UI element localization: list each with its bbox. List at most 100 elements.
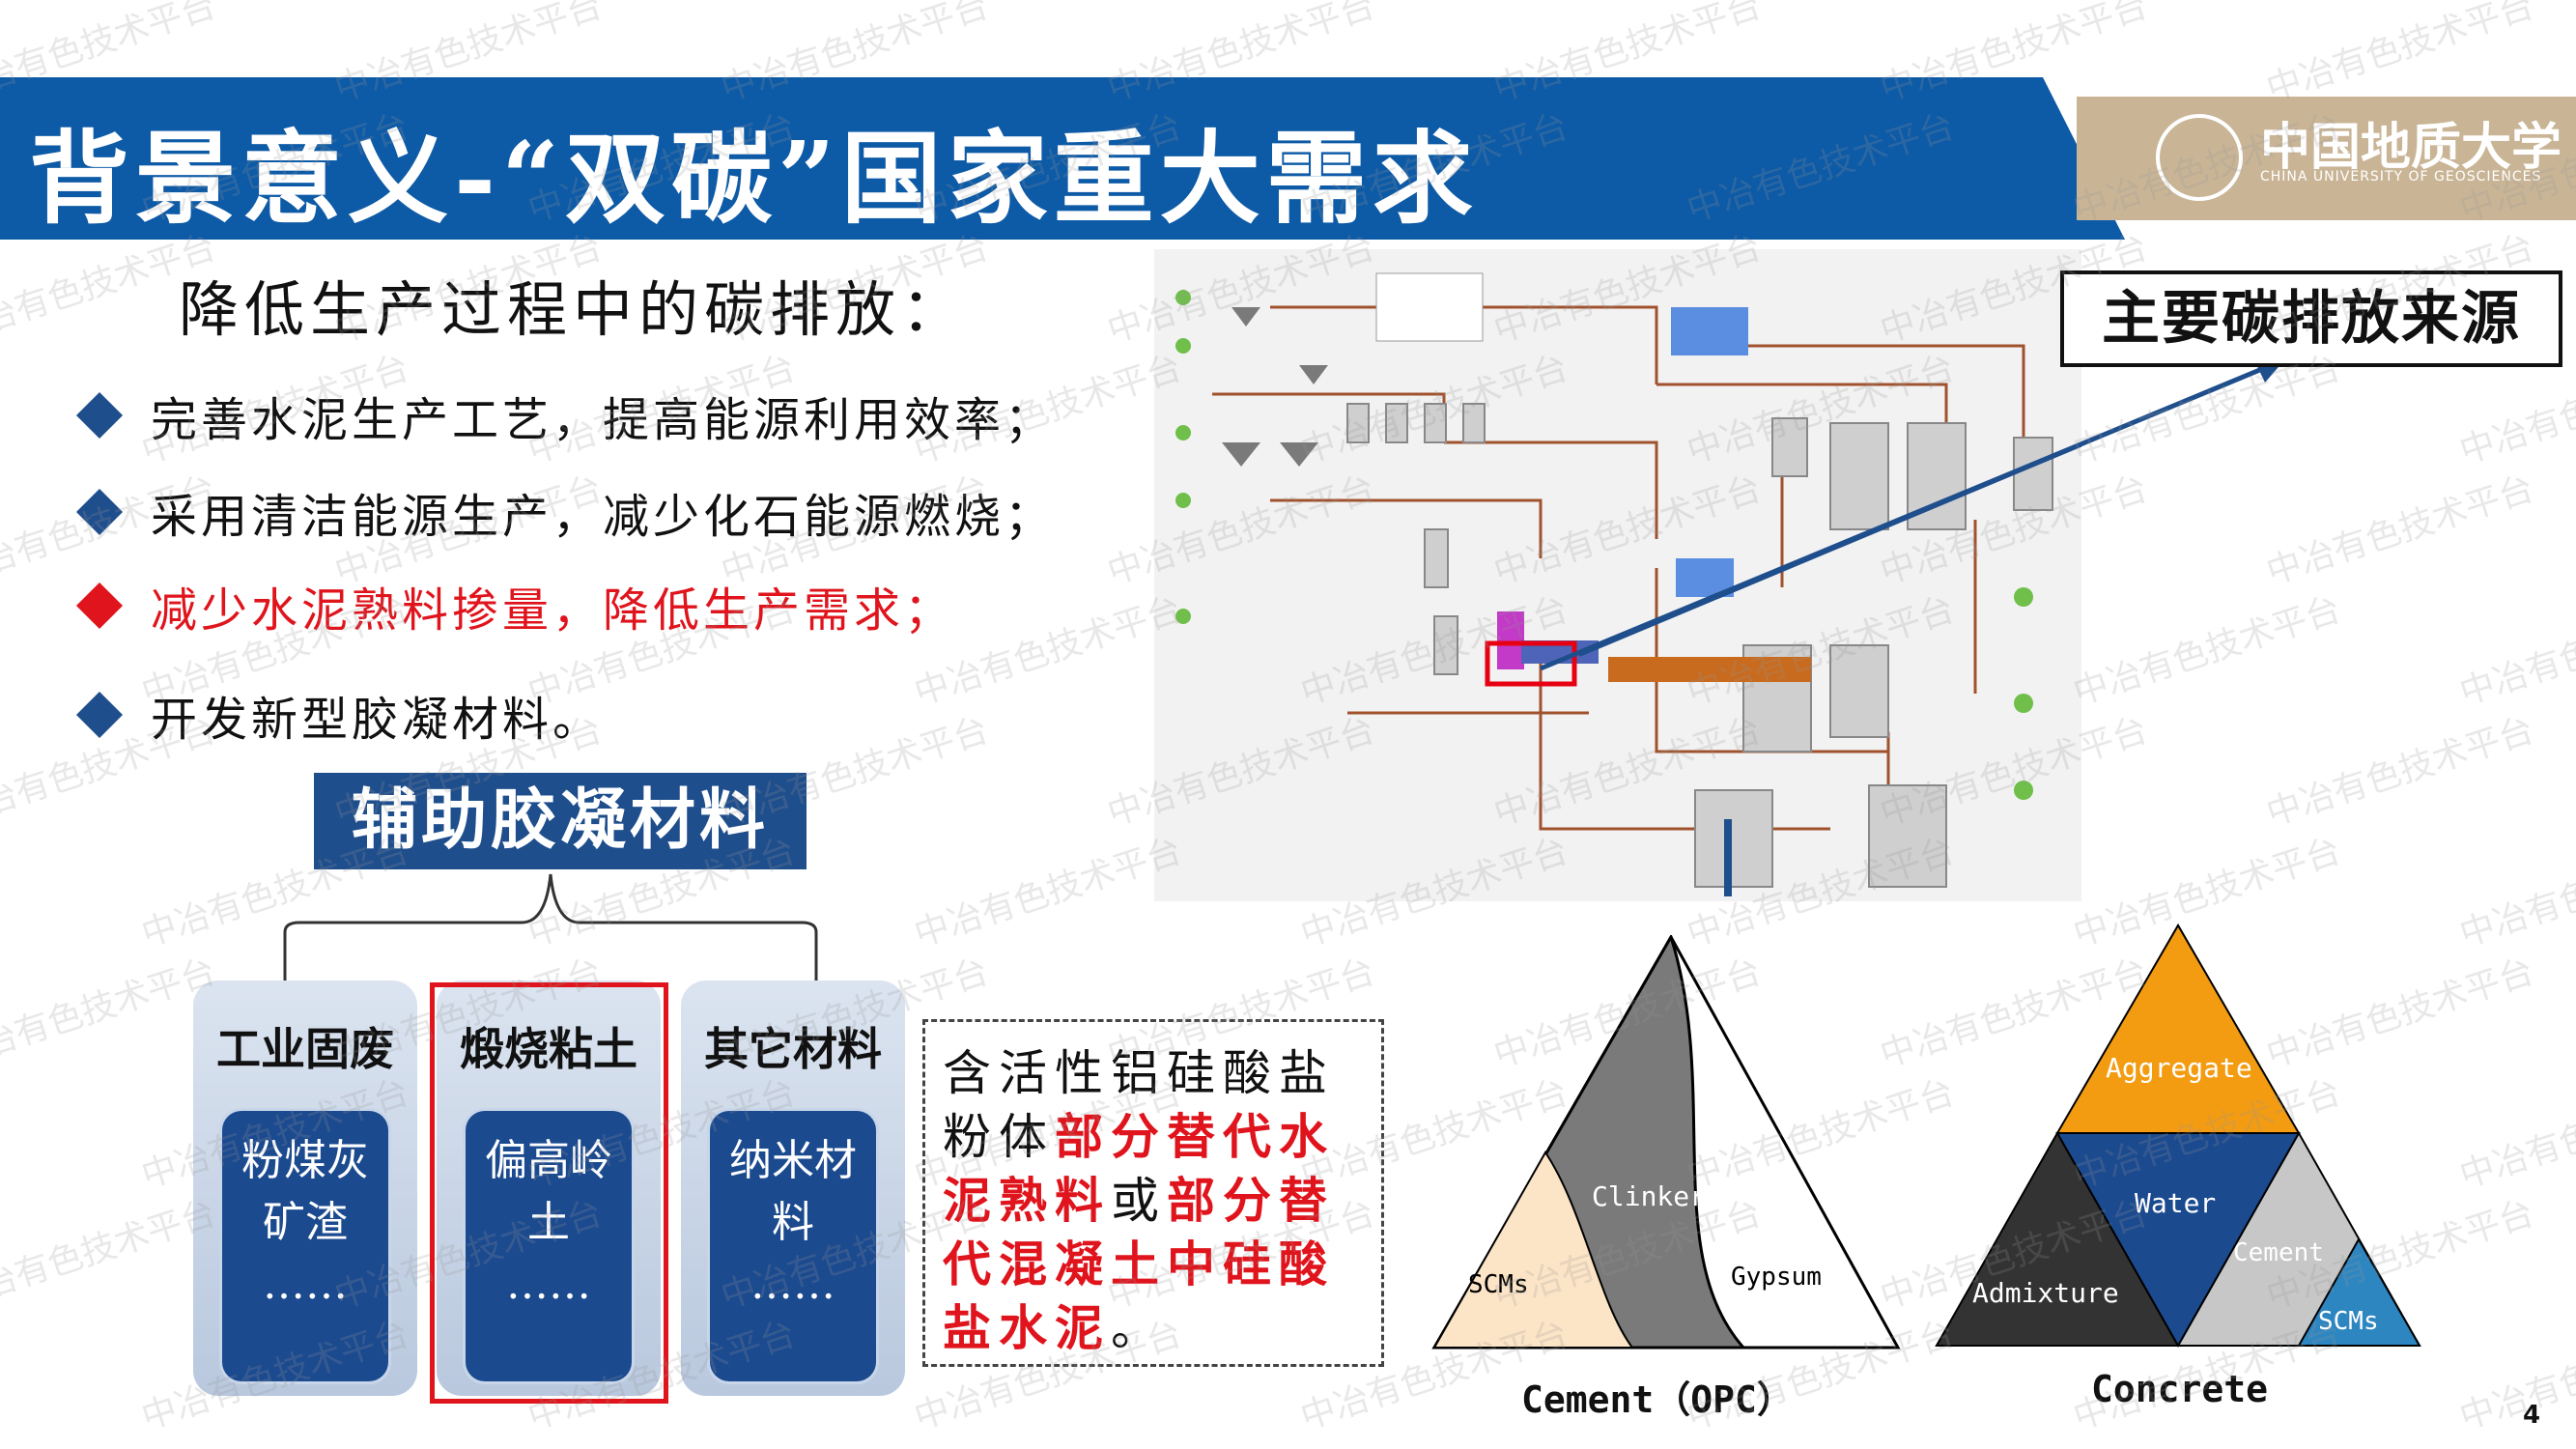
watermark-text: 中冶有色技术平台: [1875, 469, 2153, 593]
watermark-text: 中冶有色技术平台: [2454, 106, 2576, 231]
watermark-text: 中冶有色技术平台: [523, 831, 801, 955]
card-item: 纳米材: [729, 1136, 857, 1185]
watermark-text: 中冶有色技术平台: [2261, 710, 2539, 835]
watermark-text: 中冶有色技术平台: [1102, 0, 1380, 110]
note-highlight: 部分替代水: [1055, 1108, 1335, 1165]
watermark-text: 中冶有色技术平台: [1102, 227, 1380, 352]
watermark-text: 中冶有色技术平台: [1295, 1314, 1573, 1438]
bullet-item-highlight: 减少水泥熟料掺量，降低生产需求；: [75, 572, 955, 639]
card-heading: 其它材料: [704, 1023, 882, 1075]
watermark-text: 中冶有色技术平台: [2068, 831, 2346, 955]
watermark-text: 中冶有色技术平台: [0, 469, 221, 593]
bullet-text: 开发新型胶凝材料。: [151, 693, 604, 747]
label-gypsum: Gypsum: [1731, 1263, 1822, 1292]
watermark-text: 中冶有色技术平台: [329, 710, 608, 835]
label-water: Water: [2135, 1187, 2216, 1219]
concrete-caption: Concrete: [2091, 1368, 2269, 1410]
card-item: 矿渣: [263, 1198, 348, 1247]
note-text: 粉体: [943, 1109, 1055, 1165]
watermark-text: 中冶有色技术平台: [136, 348, 414, 472]
watermark-text: 中冶有色技术平台: [329, 952, 608, 1076]
watermark-text: 中冶有色技术平台: [1295, 348, 1573, 472]
watermark-text: 中冶有色技术平台: [1295, 1072, 1573, 1197]
watermark-text: 中冶有色技术平台: [329, 469, 608, 593]
watermark-text: 中冶有色技术平台: [2454, 1314, 2576, 1438]
watermark-text: 中冶有色技术平台: [1102, 1193, 1380, 1318]
watermark-text: 中冶有色技术平台: [1682, 1072, 1960, 1197]
card-item: ……: [750, 1260, 835, 1309]
watermark-text: 中冶有色技术平台: [716, 1193, 994, 1318]
watermark-text: 中冶有色技术平台: [909, 1072, 1187, 1197]
watermark-text: 中冶有色技术平台: [523, 106, 801, 231]
card-heading: 工业固废: [216, 1023, 394, 1075]
bullet-text: 采用清洁能源生产，减少化石能源燃烧；: [151, 490, 1056, 544]
note-text: 或: [1111, 1173, 1167, 1229]
watermark-text: 中冶有色技术平台: [1875, 0, 2153, 110]
watermark-text: 中冶有色技术平台: [1102, 710, 1380, 835]
brace-connector: [283, 873, 818, 980]
watermark-text: 中冶有色技术平台: [1875, 710, 2153, 835]
card-item: 料: [772, 1198, 814, 1247]
watermark-text: 中冶有色技术平台: [2068, 1072, 2346, 1197]
label-concrete-scms: SCMs: [2318, 1307, 2379, 1336]
watermark-text: 中冶有色技术平台: [1295, 106, 1573, 231]
watermark-text: 中冶有色技术平台: [523, 1072, 801, 1197]
watermark-text: 中冶有色技术平台: [1488, 1193, 1767, 1318]
watermark-text: 中冶有色技术平台: [329, 0, 608, 110]
card-inner-panel: 粉煤灰 矿渣 ……: [222, 1111, 388, 1381]
card-inner-panel: 偏高岭 土 ……: [466, 1111, 632, 1381]
logo-chinese-name: 中国地质大学: [2260, 118, 2562, 177]
watermark-text: 中冶有色技术平台: [136, 1072, 414, 1197]
process-flow-graphic: [1175, 272, 2261, 896]
note-text: 。: [1111, 1300, 1167, 1356]
watermark-text: 中冶有色技术平台: [1488, 227, 1767, 352]
watermark-text: 中冶有色技术平台: [2261, 227, 2539, 352]
watermark-text: 中冶有色技术平台: [909, 106, 1187, 231]
bullet-text: 减少水泥熟料掺量，降低生产需求；: [151, 583, 955, 638]
scm-title: 辅助胶凝材料: [314, 773, 807, 869]
note-highlight: 部分替: [1167, 1172, 1335, 1229]
concrete-composition-triangle: Aggregate Water Cement Admixture SCMs: [1935, 923, 2421, 1349]
watermark-text: 中冶有色技术平台: [909, 831, 1187, 955]
watermark-text: 中冶有色技术平台: [1488, 469, 1767, 593]
section-subtitle: 降低生产过程中的碳排放：: [179, 274, 968, 345]
page-title: 背景意义-“双碳”国家重大需求: [29, 119, 1479, 238]
carbon-source-callout: 主要碳排放来源: [2060, 270, 2562, 367]
watermark-text: 中冶有色技术平台: [136, 1314, 414, 1438]
watermark-text: 中冶有色技术平台: [136, 106, 414, 231]
label-scms: SCMs: [1468, 1270, 1529, 1299]
label-cement: Cement: [2233, 1238, 2324, 1267]
watermark-text: 中冶有色技术平台: [523, 589, 801, 714]
watermark-text: 中冶有色技术平台: [523, 1314, 801, 1438]
watermark-text: 中冶有色技术平台: [716, 710, 994, 835]
watermark-text: 中冶有色技术平台: [1488, 0, 1767, 110]
card-item: 土: [527, 1198, 570, 1247]
note-highlight: 泥熟料: [943, 1172, 1111, 1229]
watermark-text: 中冶有色技术平台: [1102, 469, 1380, 593]
watermark-text: 中冶有色技术平台: [0, 227, 221, 352]
bullet-item: 采用清洁能源生产，减少化石能源燃烧；: [75, 478, 1056, 546]
cement-composition-triangle: Clinker SCMs Gypsum: [1431, 935, 1901, 1350]
university-emblem-icon: [2156, 114, 2243, 201]
note-highlight: 代混凝土中硅酸: [943, 1236, 1335, 1293]
watermark-text: 中冶有色技术平台: [2068, 589, 2346, 714]
cement-process-diagram: [1154, 249, 2261, 901]
card-heading: 煅烧粘土: [460, 1023, 637, 1075]
watermark-text: 中冶有色技术平台: [136, 831, 414, 955]
card-item: 粉煤灰: [241, 1136, 369, 1185]
watermark-text: 中冶有色技术平台: [2068, 348, 2346, 472]
watermark-text: 中冶有色技术平台: [0, 952, 221, 1076]
watermark-text: 中冶有色技术平台: [2454, 1072, 2576, 1197]
watermark-text: 中冶有色技术平台: [136, 589, 414, 714]
watermark-text: 中冶有色技术平台: [2261, 1193, 2539, 1318]
watermark-text: 中冶有色技术平台: [716, 469, 994, 593]
watermark-text: 中冶有色技术平台: [0, 1193, 221, 1318]
watermark-text: 中冶有色技术平台: [716, 0, 994, 110]
watermark-text: 中冶有色技术平台: [1295, 831, 1573, 955]
watermark-text: 中冶有色技术平台: [909, 1314, 1187, 1438]
watermark-text: 中冶有色技术平台: [2454, 589, 2576, 714]
highlight-frame: [430, 982, 668, 1404]
watermark-text: 中冶有色技术平台: [2454, 831, 2576, 955]
watermark-text: 中冶有色技术平台: [2068, 106, 2346, 231]
watermark-text: 中冶有色技术平台: [2261, 952, 2539, 1076]
